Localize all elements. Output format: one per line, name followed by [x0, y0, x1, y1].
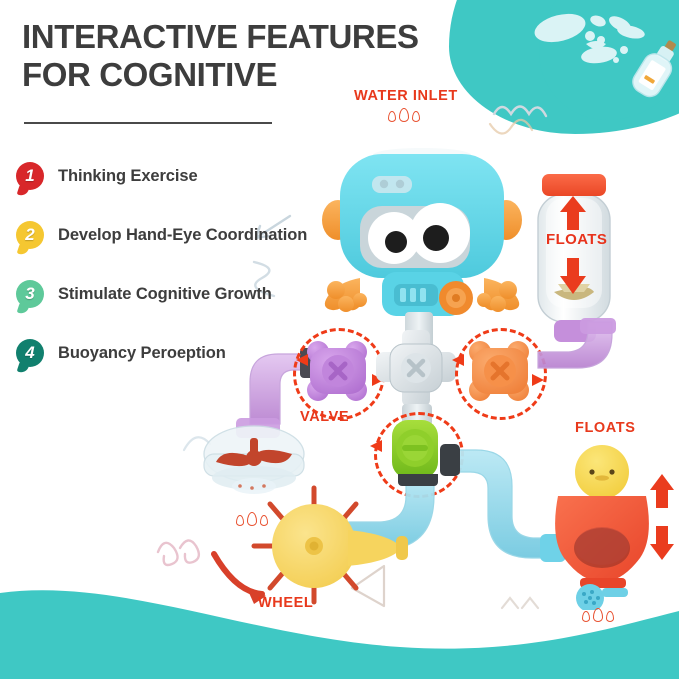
page-title: INTERACTIVE FEATURES FOR COGNITIVE [22, 18, 442, 95]
water-drop-icon [388, 111, 396, 122]
water-splash-icon [534, 13, 645, 64]
water-drop-icon [260, 515, 268, 526]
list-item: 1 Thinking Exercise [14, 152, 344, 200]
water-drop-icon [606, 611, 614, 622]
badge-number-2: 2 [14, 219, 46, 257]
water-drop-group-duck [582, 608, 614, 622]
arrow-marker-green-left [370, 440, 382, 452]
pipe-cross-gray [376, 330, 456, 406]
water-drop-icon [236, 515, 244, 526]
water-drop-icon [582, 611, 590, 622]
list-item: 4 Buoyancy Peroeption [14, 329, 344, 377]
feature-label-4: Buoyancy Peroeption [58, 343, 226, 362]
robot-head [322, 148, 522, 316]
message-in-bottle-icon [632, 40, 676, 98]
badge-number-1: 1 [14, 160, 46, 198]
highlight-ring-valve-orange [455, 328, 547, 420]
water-drop-group-shower [236, 512, 268, 526]
badge-3-value: 3 [16, 280, 44, 308]
feature-label-2: Develop Hand-Eye Coordination [58, 225, 308, 244]
water-drop-icon [412, 111, 420, 122]
callout-floats-tube: FLOATS [546, 231, 608, 248]
water-drop-icon [247, 512, 257, 526]
feature-list: 1 Thinking Exercise 2 Develop Hand-Eye C… [14, 152, 344, 388]
list-item: 3 Stimulate Cognitive Growth [14, 270, 344, 318]
arrow-down-icon [650, 526, 674, 560]
badge-number-3: 3 [14, 278, 46, 316]
shower-head [203, 425, 305, 494]
arrow-up-icon [560, 196, 586, 230]
arrow-up-icon [650, 474, 674, 508]
badge-1-value: 1 [16, 162, 44, 190]
badge-number-4: 4 [14, 337, 46, 375]
feature-label-1: Thinking Exercise [58, 166, 198, 185]
title-divider [24, 122, 272, 124]
water-drop-icon [593, 608, 603, 622]
arrow-marker-right-orange [532, 374, 544, 386]
arrow-marker-right [372, 374, 384, 386]
list-item: 2 Develop Hand-Eye Coordination [14, 211, 344, 259]
bottom-wave [0, 590, 679, 679]
arrow-down-icon [560, 258, 586, 294]
badge-2-value: 2 [16, 221, 44, 249]
badge-4-value: 4 [16, 339, 44, 367]
arrow-marker-left-orange [452, 354, 464, 366]
callout-valve: VALVE [300, 409, 350, 425]
pipe-s-blue-right [440, 444, 566, 562]
page-title-line2: FOR COGNITIVE [22, 56, 278, 94]
page-title-line1: INTERACTIVE FEATURES [22, 18, 419, 55]
callout-wheel: WHEEL [258, 595, 314, 611]
water-drop-icon [399, 108, 409, 122]
feature-label-3: Stimulate Cognitive Growth [58, 284, 272, 303]
curved-arrow-icon [211, 551, 266, 604]
duck-float-cup [555, 445, 649, 610]
callout-floats-duck: FLOATS [575, 420, 636, 436]
water-drop-group-inlet [388, 108, 420, 122]
arrow-marker-left [296, 354, 308, 366]
callout-water-inlet: WATER INLET [354, 88, 458, 104]
pipe-elbow-purple-right [537, 318, 616, 369]
water-wheel[interactable] [248, 484, 408, 606]
